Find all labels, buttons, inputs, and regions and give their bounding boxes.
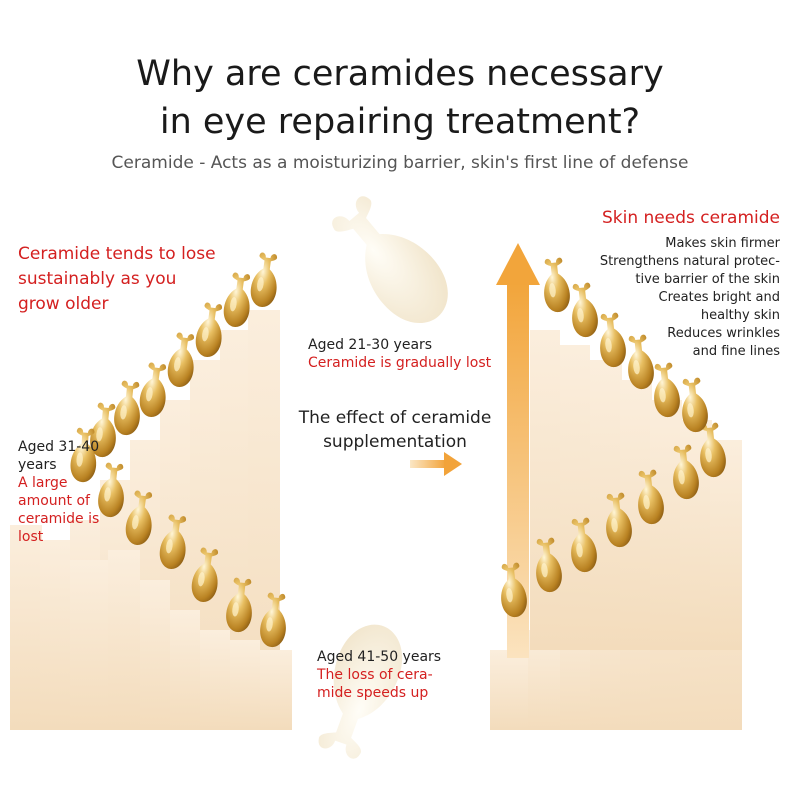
ceramide-capsule-icon	[540, 256, 572, 314]
age-text: Aged 31-40	[18, 439, 100, 455]
benefit-item: Creates bright and	[658, 290, 781, 305]
benefit-item: and fine lines	[692, 344, 780, 359]
benefit-item: Makes skin firmer	[665, 236, 780, 251]
stair-bar	[560, 345, 590, 650]
stair-bar	[260, 650, 292, 730]
age-text: Aged 41-50 years	[317, 649, 442, 665]
loss-description: amount of	[18, 493, 90, 509]
effect-arrow	[410, 452, 462, 476]
stair-bar	[170, 610, 200, 730]
stair-bar	[230, 640, 260, 730]
ceramide-capsule-icon	[568, 281, 600, 339]
page-title-line-1: Why are ceramides necessary	[136, 54, 664, 94]
loss-description: A large	[18, 475, 68, 491]
ghost-capsule-top	[332, 196, 448, 323]
left-staircase-bars	[10, 310, 292, 730]
right-heading: Skin needs ceramide	[601, 208, 780, 228]
page-subtitle: Ceramide - Acts as a moisturizing barrie…	[111, 153, 689, 173]
benefits-list: Makes skin firmer Strengthens natural pr…	[600, 235, 780, 361]
stair-bar	[140, 580, 170, 730]
left-heading-line: Ceramide tends to lose	[18, 244, 216, 264]
left-heading-line: grow older	[18, 294, 109, 314]
ceramide-capsule-icon	[112, 379, 144, 437]
stair-bar	[200, 630, 230, 730]
effect-line: supplementation	[323, 432, 467, 452]
effect-caption: The effect of ceramide supplementation	[290, 406, 500, 454]
loss-description: ceramide is	[18, 511, 100, 527]
rising-arrow	[496, 243, 540, 658]
page-title-line-2: in eye repairing treatment?	[159, 102, 641, 142]
stair-bar	[490, 650, 530, 730]
stair-bar	[650, 400, 682, 650]
loss-description: Ceramide is gradually lost	[308, 355, 492, 371]
left-heading: Ceramide tends to lose sustainably as yo…	[18, 242, 216, 317]
left-heading-line: sustainably as you	[18, 269, 177, 289]
benefit-item: tive barrier of the skin	[635, 272, 780, 287]
age-41-50-label: Aged 41-50 years The loss of cera- mide …	[317, 648, 441, 702]
stair-bar	[70, 560, 110, 730]
stair-bar	[10, 525, 42, 730]
stair-bar	[530, 330, 560, 650]
loss-description: lost	[18, 529, 44, 545]
ghost-capsule-bottom	[318, 624, 402, 759]
age-text: years	[18, 457, 57, 473]
benefit-item: Reduces wrinkles	[667, 326, 780, 341]
benefit-item: healthy skin	[700, 308, 780, 323]
age-text: Aged 21-30 years	[308, 337, 433, 353]
benefit-item: Strengthens natural protec-	[599, 254, 780, 269]
age-31-40-label: Aged 31-40 years A large amount of ceram…	[18, 438, 99, 546]
stair-bar	[108, 550, 140, 730]
ceramide-capsule-icon	[248, 251, 282, 309]
loss-description: The loss of cera-	[317, 667, 433, 683]
age-21-30-label: Aged 21-30 years Ceramide is gradually l…	[308, 336, 491, 372]
effect-line: The effect of ceramide	[298, 408, 492, 428]
stair-bar	[40, 540, 72, 730]
loss-description: mide speeds up	[317, 685, 429, 701]
